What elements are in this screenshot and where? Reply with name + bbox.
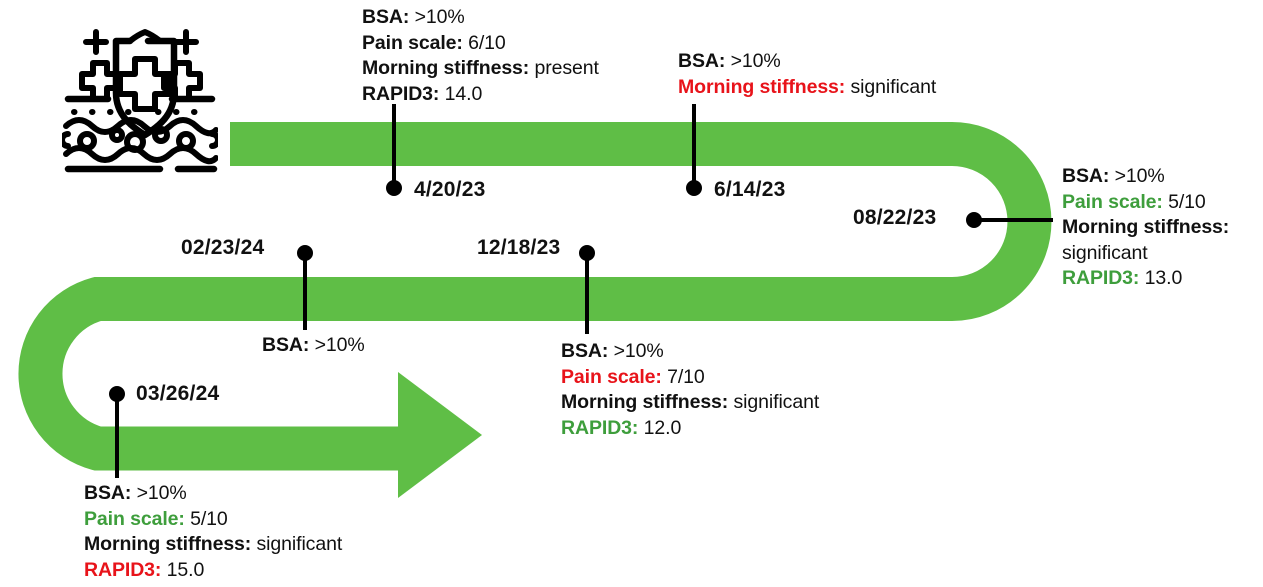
annotation-label: BSA: <box>362 6 410 28</box>
annotation-label: BSA: <box>1062 165 1110 187</box>
event-date-e6: 03/26/24 <box>136 382 220 405</box>
annotation-value: 12.0 <box>638 416 682 439</box>
annotation-line: BSA: >10% <box>678 49 936 75</box>
annotation-label: Pain scale: <box>1062 190 1163 213</box>
connector-dot-e2 <box>686 180 702 196</box>
annotation-value: 5/10 <box>1162 190 1206 213</box>
annotation-value: significant <box>728 391 820 413</box>
connector-stem-e6 <box>115 400 119 478</box>
annotation-line: Pain scale: 7/10 <box>561 365 819 391</box>
annotation-value: >10% <box>409 6 465 28</box>
annotation-line: RAPID3: 12.0 <box>561 416 819 442</box>
annotation-line: Morning stiffness: significant <box>1062 215 1258 266</box>
annotation-label: RAPID3: <box>561 416 639 439</box>
connector-stem-e5 <box>303 252 307 330</box>
annotation-value: 13.0 <box>1139 267 1183 289</box>
annotation-line: Morning stiffness: significant <box>678 75 936 101</box>
annotation-value: significant <box>1062 241 1148 264</box>
annotation-line: RAPID3: 13.0 <box>1062 266 1258 292</box>
event-annotation-e5: BSA: >10% <box>262 333 365 359</box>
annotation-value: >10% <box>725 50 781 72</box>
connector-stem-e3 <box>975 218 1053 222</box>
annotation-label: RAPID3: <box>84 558 162 581</box>
annotation-value: significant <box>845 75 937 98</box>
connector-dot-e6 <box>109 386 125 402</box>
event-annotation-e2: BSA: >10%Morning stiffness: significant <box>678 49 936 100</box>
annotation-value: >10% <box>131 482 187 504</box>
connector-stem-e2 <box>692 104 696 190</box>
annotation-line: Morning stiffness: significant <box>84 532 342 558</box>
arrow-head <box>398 372 482 498</box>
connector-dot-e3 <box>966 212 982 228</box>
annotation-label: BSA: <box>262 334 310 356</box>
annotation-label: RAPID3: <box>1062 267 1140 289</box>
annotation-value: 15.0 <box>161 558 205 581</box>
annotation-line: BSA: >10% <box>262 333 365 359</box>
event-date-e4: 12/18/23 <box>477 236 561 259</box>
skin-shield-protection-icon <box>62 29 218 173</box>
annotation-label: BSA: <box>678 50 726 72</box>
annotation-line: Pain scale: 5/10 <box>1062 190 1258 216</box>
annotation-line: Pain scale: 6/10 <box>362 31 599 57</box>
annotation-value: >10% <box>608 340 664 362</box>
connector-stem-e1 <box>392 104 396 190</box>
annotation-label: BSA: <box>561 340 609 362</box>
connector-dot-e5 <box>297 245 313 261</box>
annotation-value: 5/10 <box>184 507 228 530</box>
event-date-e1: 4/20/23 <box>414 178 486 201</box>
annotation-label: BSA: <box>84 482 132 504</box>
event-date-e3: 08/22/23 <box>853 206 937 229</box>
annotation-label: Morning stiffness: <box>561 391 729 413</box>
annotation-line: BSA: >10% <box>561 339 819 365</box>
annotation-line: Morning stiffness: significant <box>561 390 819 416</box>
annotation-line: Pain scale: 5/10 <box>84 507 342 533</box>
annotation-line: BSA: >10% <box>1062 164 1258 190</box>
event-date-e5: 02/23/24 <box>181 236 265 259</box>
annotation-label: Pain scale: <box>84 507 185 530</box>
annotation-line: Morning stiffness: present <box>362 56 599 82</box>
annotation-label: Morning stiffness: <box>1062 216 1230 238</box>
annotation-value: 7/10 <box>661 365 705 388</box>
annotation-label: Pain scale: <box>362 31 463 54</box>
annotation-value: present <box>529 57 599 79</box>
annotation-label: RAPID3: <box>362 82 440 105</box>
annotation-label: Morning stiffness: <box>678 75 846 98</box>
annotation-value: >10% <box>309 334 365 356</box>
annotation-line: BSA: >10% <box>362 5 599 31</box>
annotation-value: 14.0 <box>439 82 483 105</box>
annotation-label: Morning stiffness: <box>84 533 252 555</box>
connector-dot-e4 <box>579 245 595 261</box>
connector-stem-e4 <box>585 252 589 334</box>
event-date-e2: 6/14/23 <box>714 178 786 201</box>
annotation-label: Morning stiffness: <box>362 57 530 79</box>
annotation-label: Pain scale: <box>561 365 662 388</box>
annotation-line: BSA: >10% <box>84 481 342 507</box>
annotation-value: significant <box>251 533 343 555</box>
annotation-line: RAPID3: 15.0 <box>84 558 342 584</box>
annotation-line: RAPID3: 14.0 <box>362 82 599 108</box>
annotation-value: >10% <box>1109 165 1165 187</box>
connector-dot-e1 <box>386 180 402 196</box>
annotation-value: 6/10 <box>462 31 506 54</box>
